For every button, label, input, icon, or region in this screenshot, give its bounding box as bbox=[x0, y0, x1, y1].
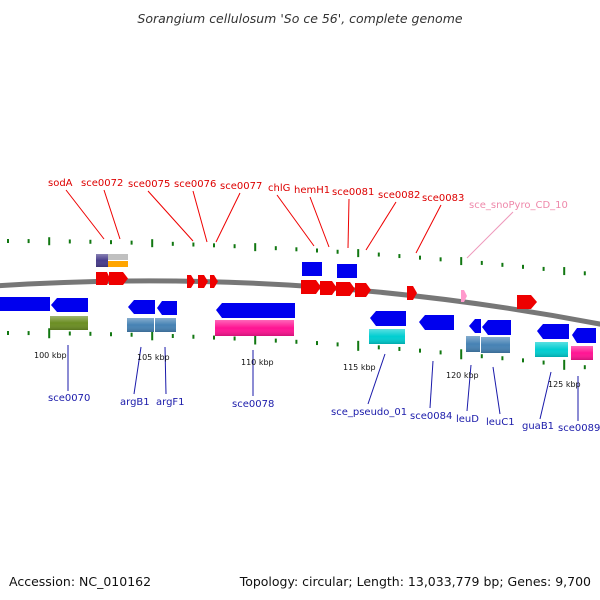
label-callout-lines bbox=[65, 189, 579, 421]
callout-line bbox=[492, 366, 501, 415]
gene-leuC1-reverse[interactable] bbox=[482, 320, 511, 335]
gene-label-sce_pseudo_01[interactable]: sce_pseudo_01 bbox=[331, 407, 407, 418]
gene-label-sce0076[interactable]: sce0076 bbox=[174, 179, 216, 190]
gene-label-argF1[interactable]: argF1 bbox=[156, 397, 185, 408]
gene-argF1-reverse[interactable] bbox=[157, 301, 177, 315]
callout-line bbox=[365, 201, 397, 251]
gene-sce0075-arrow[interactable] bbox=[187, 275, 195, 288]
gene-sce0070-reverse[interactable] bbox=[51, 298, 88, 312]
gene-sodA-arrow[interactable] bbox=[96, 272, 110, 285]
gene-chlG-arrow[interactable] bbox=[301, 280, 321, 294]
gene-hemH1-arrow[interactable] bbox=[320, 281, 337, 295]
gene-sce0084-reverse[interactable] bbox=[419, 315, 454, 330]
gene-label-sce_snoPyro_CD_10[interactable]: sce_snoPyro_CD_10 bbox=[469, 200, 568, 211]
scale-label: 125 kbp bbox=[548, 380, 581, 389]
feature-sheen bbox=[50, 316, 593, 360]
gene-label-sce0083[interactable]: sce0083 bbox=[422, 193, 464, 204]
top-feature-row bbox=[96, 254, 537, 309]
scale-label: 115 kbp bbox=[343, 363, 376, 372]
outer-tick-marks bbox=[7, 237, 586, 276]
gene-leuD-reverse[interactable] bbox=[469, 319, 481, 333]
callout-line bbox=[192, 190, 208, 243]
gene-label-leuC1[interactable]: leuC1 bbox=[486, 417, 515, 428]
gene-label-sce0078[interactable]: sce0078 bbox=[232, 399, 274, 410]
callout-line bbox=[133, 346, 142, 395]
gene-label-argB1[interactable]: argB1 bbox=[120, 397, 150, 408]
gene-label-sce0084[interactable]: sce0084 bbox=[410, 411, 452, 422]
scale-label: 100 kbp bbox=[34, 351, 67, 360]
callout-line bbox=[466, 211, 514, 259]
gene-unlabeled-forward-arrow[interactable] bbox=[517, 295, 537, 309]
topology-text: Topology: circular; Length: 13,033,779 b… bbox=[239, 574, 591, 589]
gene-label-sce0081[interactable]: sce0081 bbox=[332, 187, 374, 198]
callout-line bbox=[147, 190, 194, 242]
scale-labels: 100 kbp 105 kbp 110 kbp 115 kbp 120 kbp … bbox=[34, 351, 581, 389]
gene-label-sce0077[interactable]: sce0077 bbox=[220, 181, 262, 192]
callout-line bbox=[65, 189, 105, 240]
scale-label: 120 kbp bbox=[446, 371, 479, 380]
genome-backbone bbox=[0, 278, 600, 327]
gene-sce0072-arrow[interactable] bbox=[109, 272, 128, 285]
callout-line bbox=[415, 204, 442, 254]
gene-sce0089-reverse[interactable] bbox=[572, 328, 596, 343]
gene-sce0078-reverse[interactable] bbox=[216, 303, 295, 318]
gene-sce0081-reverse[interactable] bbox=[337, 264, 357, 278]
gene-label-sce0070[interactable]: sce0070 bbox=[48, 393, 90, 404]
callout-line bbox=[103, 189, 121, 240]
callout-line bbox=[309, 196, 330, 248]
callout-line bbox=[429, 360, 434, 409]
genome-title: Sorangium cellulosum 'So ce 56', complet… bbox=[137, 11, 462, 26]
callout-line bbox=[215, 192, 241, 243]
callout-line bbox=[367, 353, 386, 405]
callout-line bbox=[164, 346, 167, 395]
inner-tick-marks bbox=[7, 328, 586, 370]
gene-label-sce0075[interactable]: sce0075 bbox=[128, 179, 170, 190]
gene-label-sce0089[interactable]: sce0089 bbox=[558, 423, 600, 434]
gene-chlG-reverse[interactable] bbox=[302, 262, 322, 276]
callout-line bbox=[466, 364, 472, 412]
accession-text: Accession: NC_010162 bbox=[9, 574, 151, 589]
gene-sce0076-arrow[interactable] bbox=[198, 275, 208, 288]
gene-sce0072-orange[interactable] bbox=[108, 261, 128, 267]
gene-sce0082-arrow[interactable] bbox=[355, 283, 371, 297]
scale-label: 105 kbp bbox=[137, 353, 170, 362]
gene-sce0072-silver[interactable] bbox=[108, 254, 128, 260]
gene-label-sce0072[interactable]: sce0072 bbox=[81, 178, 123, 189]
gene-guaB1-reverse[interactable] bbox=[537, 324, 569, 339]
gene-argB1-reverse[interactable] bbox=[128, 300, 155, 314]
callout-line bbox=[539, 371, 552, 420]
bottom-gene-labels: sce0070 argB1 argF1 sce0078 sce_pseudo_0… bbox=[48, 393, 600, 434]
callout-line bbox=[276, 194, 315, 247]
scale-label: 110 kbp bbox=[241, 358, 274, 367]
gene-label-guaB1[interactable]: guaB1 bbox=[522, 421, 554, 432]
gene-sce_pseudo_01-reverse[interactable] bbox=[370, 311, 406, 326]
gene-sce_snoPyro_CD_10-arrow[interactable] bbox=[461, 290, 467, 302]
gene-label-hemH1[interactable]: hemH1 bbox=[294, 185, 330, 196]
gene-label-sodA[interactable]: sodA bbox=[48, 178, 73, 189]
gene-label-sce0082[interactable]: sce0082 bbox=[378, 190, 420, 201]
gene-label-chlG[interactable]: chlG bbox=[268, 183, 290, 194]
gene-sce0077-arrow[interactable] bbox=[210, 275, 218, 288]
top-gene-labels: sodA sce0072 sce0075 sce0076 sce0077 chl… bbox=[48, 178, 568, 211]
gene-reverse-left-edge[interactable] bbox=[0, 297, 50, 311]
gene-sodA-purple-shade bbox=[96, 254, 108, 267]
gene-sce0083-arrow[interactable] bbox=[407, 286, 417, 300]
callout-line bbox=[347, 198, 350, 249]
gene-sce0081-arrow[interactable] bbox=[336, 282, 355, 296]
gene-label-leuD[interactable]: leuD bbox=[456, 414, 479, 425]
